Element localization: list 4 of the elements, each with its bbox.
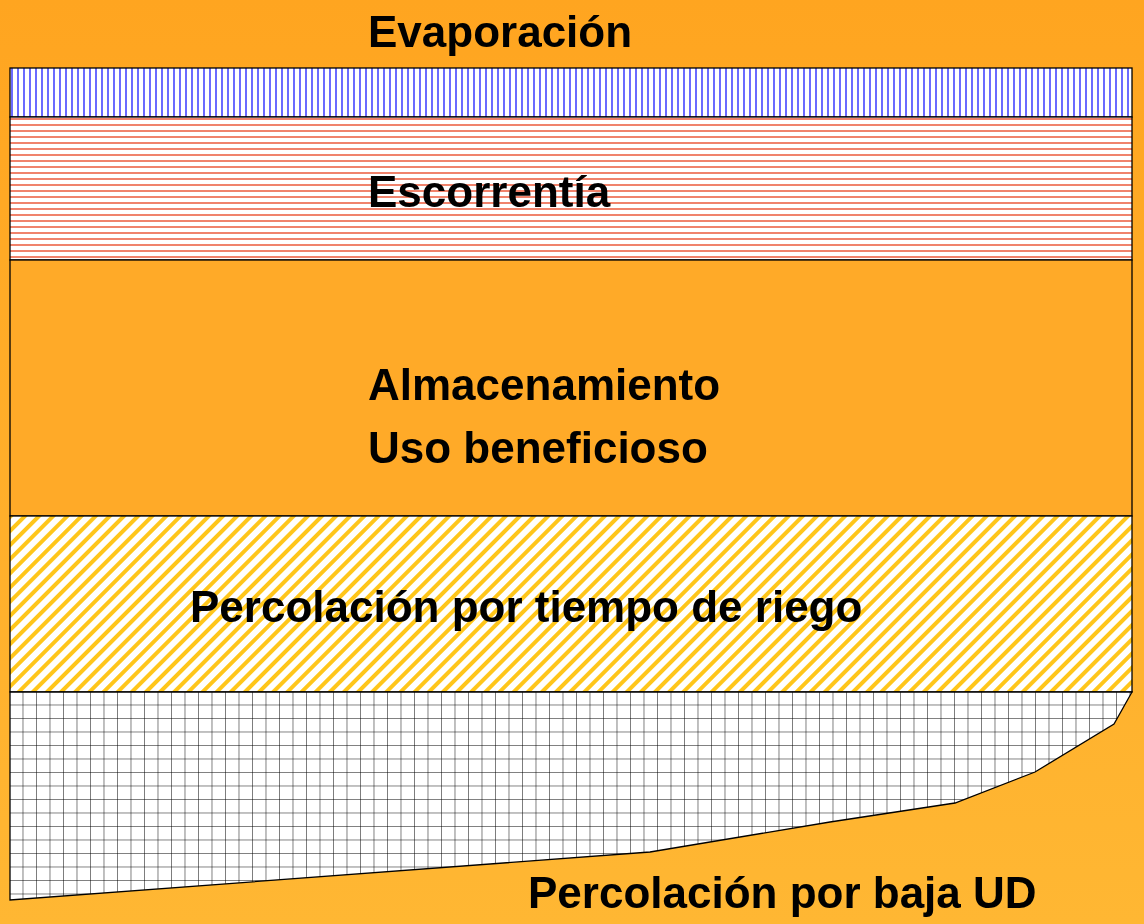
layer-label: Percolación por baja UD: [528, 868, 1037, 918]
layer-label: Evaporación: [368, 7, 633, 57]
layer-label: Uso beneficioso: [368, 423, 708, 473]
layer-label: Almacenamiento: [368, 360, 721, 410]
